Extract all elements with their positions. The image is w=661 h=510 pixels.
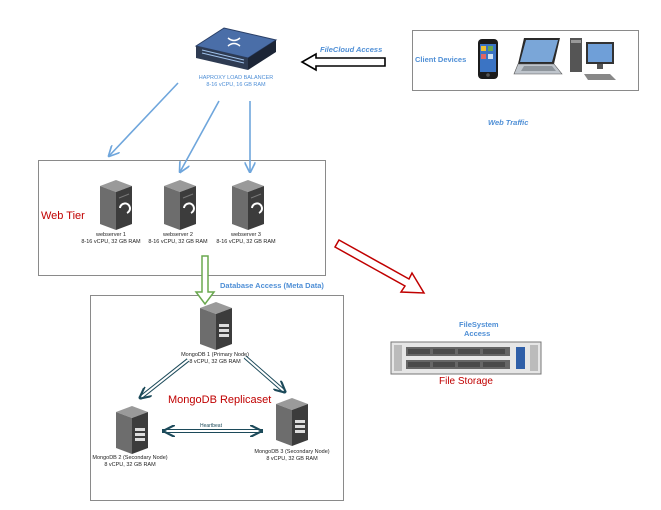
- webserver-2-name: webserver 2: [163, 232, 193, 238]
- mongodb-replicaset-label: MongoDB Replicaset: [168, 394, 272, 406]
- mongodb-1-specs: 8 vCPU, 32 GB RAM: [189, 359, 241, 365]
- mongodb-3-icon: [276, 398, 308, 446]
- filecloud-access-arrow: [300, 52, 386, 72]
- filesystem-access-label-line1: FileSystem: [459, 320, 499, 329]
- mongodb-2-icon: [116, 406, 148, 454]
- filesystem-access-arrow: [333, 238, 426, 294]
- mongodb-2-specs: 8 vCPU, 32 GB RAM: [104, 462, 156, 468]
- mongodb-3-name: MongoDB 3 (Secondary Node): [254, 449, 330, 455]
- lb-to-webserver-1-arrow: [109, 82, 179, 156]
- webserver-2-icon: [164, 180, 196, 230]
- webserver-3-name: webserver 3: [231, 232, 261, 238]
- webserver-1-icon: [100, 180, 132, 230]
- load-balancer-icon: [194, 27, 278, 70]
- load-balancer-name: HAPROXY LOAD BALANCER: [198, 75, 274, 81]
- webserver-1-specs: 8-16 vCPU, 32 GB RAM: [81, 239, 141, 245]
- load-balancer-specs: 8-16 vCPU, 16 GB RAM: [206, 82, 266, 88]
- filesystem-access-label-line2: Access: [464, 329, 491, 338]
- client-devices-label: Client Devices: [415, 55, 467, 64]
- mongodb-3-specs: 8 vCPU, 32 GB RAM: [266, 456, 318, 462]
- webserver-3-specs: 8-16 vCPU, 32 GB RAM: [216, 239, 276, 245]
- web-traffic-label: Web Traffic: [488, 118, 529, 127]
- mongodb-2-name: MongoDB 2 (Secondary Node): [92, 455, 168, 461]
- mobile-phone-icon: [478, 39, 498, 79]
- webserver-1-name: webserver 1: [96, 232, 126, 238]
- heartbeat-label: Heartbeat: [200, 423, 222, 429]
- mongodb-1-name: MongoDB 1 (Primary Node): [181, 352, 249, 358]
- mongodb-1-icon: [200, 302, 232, 350]
- filecloud-access-label: FileCloud Access: [320, 45, 383, 54]
- desktop-computer-icon: [570, 38, 616, 80]
- webserver-2-specs: 8-16 vCPU, 32 GB RAM: [148, 239, 208, 245]
- database-access-arrow: [194, 255, 216, 306]
- webserver-3-icon: [232, 180, 264, 230]
- file-storage-label: File Storage: [439, 376, 493, 387]
- web-tier-label: Web Tier: [41, 210, 85, 222]
- lb-to-webserver-2-arrow: [180, 100, 220, 172]
- file-storage-icon: [390, 341, 542, 375]
- laptop-icon: [513, 38, 563, 75]
- database-access-label: Database Access (Meta Data): [220, 281, 324, 290]
